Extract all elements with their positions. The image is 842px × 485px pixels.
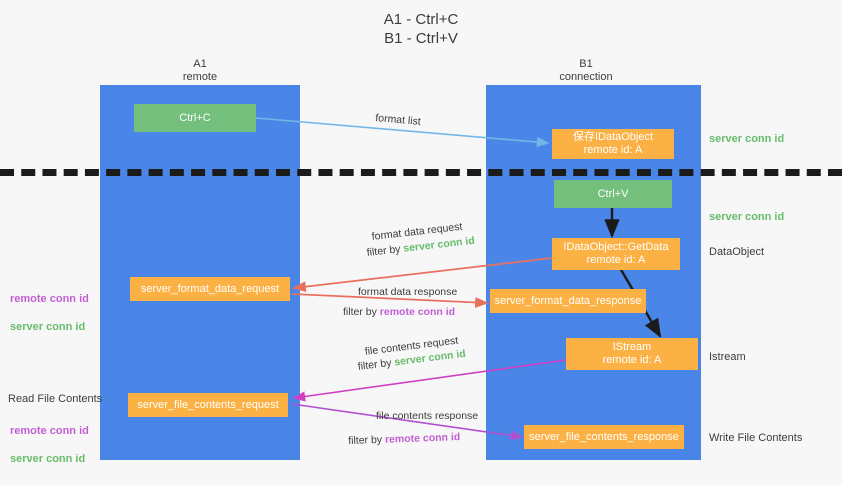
column-header-b1: B1 connection [486, 58, 686, 84]
left-label-conn-ids-format: remote conn id server conn id [10, 278, 89, 334]
box-server-file-contents-request[interactable]: server_file_contents_request [128, 393, 288, 417]
edge-caption-format-list: format list [374, 111, 422, 128]
column-header-b1-sub: connection [559, 71, 613, 83]
edge-caption-file-contents-response: file contents response [376, 410, 479, 422]
left-label-conn-ids-file: remote conn id server conn id [10, 410, 89, 466]
box-ctrl-v[interactable]: Ctrl+V [554, 180, 672, 208]
box-server-file-contents-response[interactable]: server_file_contents_response [524, 425, 684, 449]
right-label-server-conn-id-1: server conn id [709, 133, 785, 145]
column-header-a1-sub: remote [182, 71, 218, 83]
page-title: A1 - Ctrl+C B1 - Ctrl+V [383, 11, 459, 47]
box-save-idataobject[interactable]: 保存IDataObject remote id: A [552, 129, 674, 159]
left-label-remote-conn-id-2: remote conn id [10, 425, 89, 437]
edge-filter-prefix-3: filter by [357, 356, 396, 373]
column-header-a1: A1 remote [100, 58, 300, 84]
right-label-dataobject: DataObject [709, 246, 765, 258]
box-server-format-data-response[interactable]: server_format_data_response [490, 289, 646, 313]
left-label-server-conn-id-1: server conn id [10, 321, 86, 333]
dashed-divider [0, 169, 842, 176]
box-server-format-data-request[interactable]: server_format_data_request [130, 277, 290, 301]
column-header-b1-name: B1 [579, 58, 593, 70]
right-label-istream: Istream [709, 351, 746, 363]
edge-filter-term-remote-conn-id-2: remote conn id [384, 431, 461, 446]
edge-caption-format-data-response: format data response [358, 286, 458, 298]
column-header-a1-name: A1 [193, 58, 207, 70]
box-ctrl-c[interactable]: Ctrl+C [134, 104, 256, 132]
edge-filter-prefix-1: filter by [366, 242, 405, 259]
right-label-write-file-contents: Write File Contents [709, 432, 803, 444]
edge-filter-format-data-response: filter by remote conn id [343, 305, 455, 319]
edge-filter-file-contents-response: filter by remote conn id [348, 430, 460, 448]
edge-filter-prefix-4: filter by [348, 433, 386, 447]
edge-filter-term-remote-conn-id-1: remote conn id [379, 306, 456, 318]
edge-filter-prefix-2: filter by [343, 306, 380, 318]
box-idataobject-getdata[interactable]: IDataObject::GetData remote id: A [552, 238, 680, 270]
right-label-server-conn-id-2: server conn id [709, 211, 785, 223]
left-label-server-conn-id-2: server conn id [10, 453, 86, 465]
left-label-remote-conn-id-1: remote conn id [10, 293, 89, 305]
box-istream[interactable]: IStream remote id: A [566, 338, 698, 370]
left-label-read-file-contents: Read File Contents [8, 393, 103, 405]
